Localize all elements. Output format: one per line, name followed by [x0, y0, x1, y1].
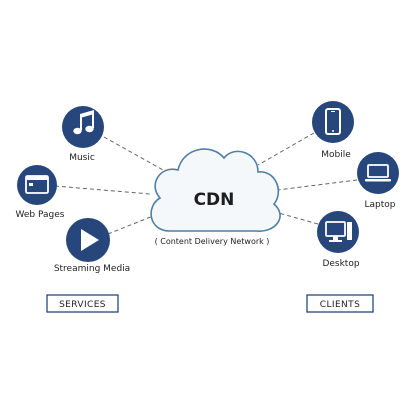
services-label: SERVICES	[59, 300, 106, 310]
services-group-label: SERVICES	[46, 294, 119, 313]
cloud-shape	[150, 148, 281, 232]
service-node-streaming-media: Streaming Media	[54, 218, 130, 274]
clients-label: CLIENTS	[320, 300, 360, 310]
web-page-icon	[25, 175, 49, 194]
connector-mobile	[257, 132, 315, 166]
clients-box	[306, 294, 374, 313]
node-circle	[357, 152, 399, 194]
cdn-subtitle: ( Content Delivery Network )	[155, 237, 270, 246]
client-label: Desktop	[322, 259, 359, 269]
mobile-phone-icon	[325, 108, 341, 135]
service-node-music: Music	[62, 106, 104, 163]
connector-laptop	[277, 179, 358, 191]
service-node-web-pages: Web Pages	[16, 165, 65, 220]
connector-web-pages	[54, 185, 151, 195]
play-icon	[81, 229, 99, 251]
desktop-icon	[325, 221, 352, 242]
client-node-mobile: Mobile	[312, 101, 354, 160]
node-circle	[317, 211, 359, 253]
cdn-title: CDN	[194, 190, 235, 210]
clients-group-label: CLIENTS	[306, 294, 374, 313]
services-box	[46, 294, 119, 313]
client-node-desktop: Desktop	[317, 211, 360, 269]
node-circle	[312, 101, 354, 143]
service-label: Streaming Media	[54, 264, 130, 274]
cdn-cloud: CDN ( Content Delivery Network )	[150, 148, 281, 246]
client-label: Mobile	[321, 150, 351, 160]
connector-streaming-media	[107, 213, 159, 235]
node-circle	[17, 165, 57, 205]
laptop-icon	[365, 164, 391, 182]
client-label: Laptop	[365, 200, 396, 210]
connector-music	[103, 136, 173, 176]
service-label: Music	[69, 153, 95, 163]
music-note-icon	[73, 110, 94, 135]
client-node-laptop: Laptop	[357, 152, 399, 210]
service-label: Web Pages	[16, 210, 65, 220]
node-circle	[62, 106, 104, 148]
